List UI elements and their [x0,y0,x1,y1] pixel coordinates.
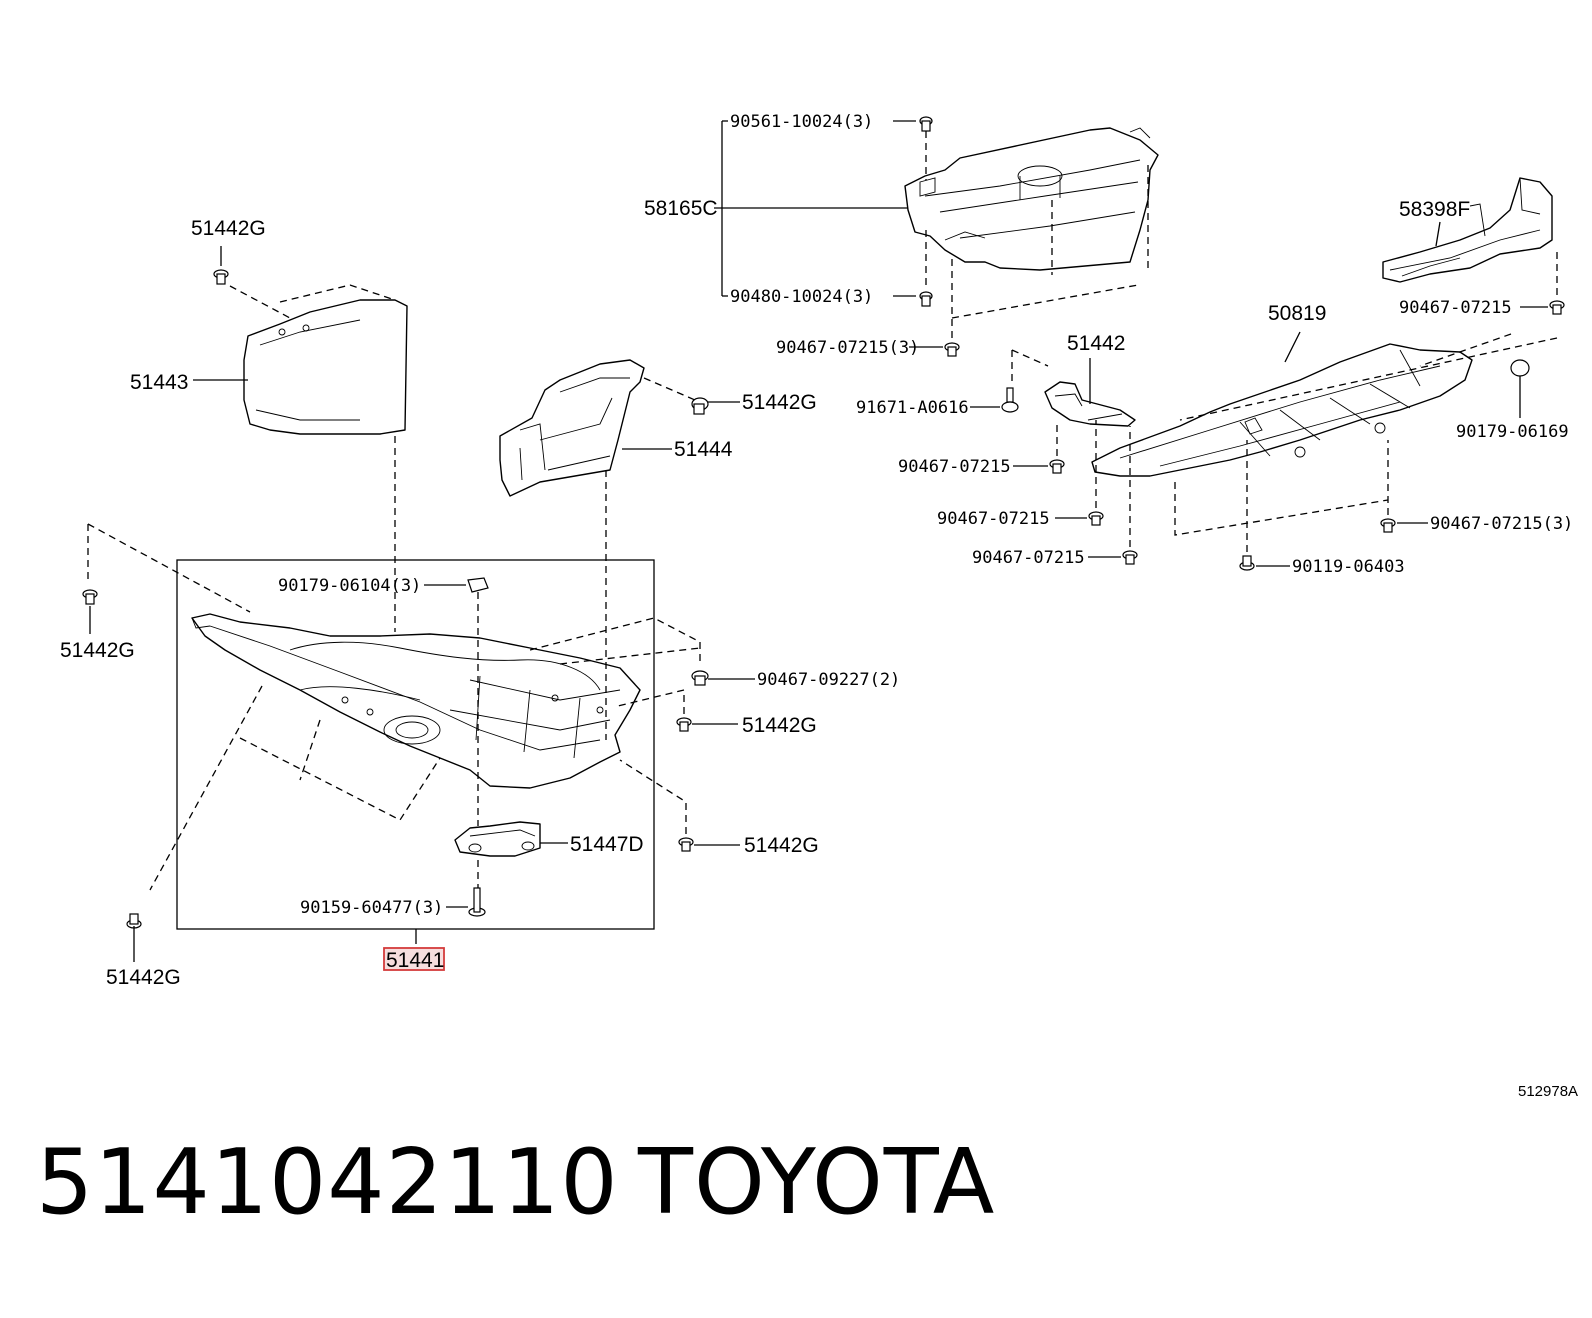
clip-90179-06104-icon [467,577,489,593]
clip-90467-b-icon [1088,511,1104,526]
label-90467-07215-a[interactable]: 90467-07215 [898,457,1011,477]
part-main-engine-cover[interactable] [191,613,641,789]
clip-51442g-bottom-icon [126,913,142,929]
clip-90467-top-icon [944,342,960,357]
label-51442g-mid[interactable]: 51442G [742,391,817,414]
clip-90467-58398f-icon [1549,300,1565,315]
label-58165c[interactable]: 58165C [644,197,718,220]
label-90467-07215-c[interactable]: 90467-07215 [972,548,1085,568]
label-51441-highlighted[interactable]: 51441 [386,949,444,972]
part-51447d-bracket[interactable] [454,821,541,857]
clip-51442g-top-icon [213,269,229,285]
part-58398f-bracket[interactable] [1382,177,1553,283]
clip-90561-icon [919,116,933,132]
label-51442g-left[interactable]: 51442G [60,639,135,662]
part-50819-cover[interactable] [1091,343,1473,477]
label-51442g-top[interactable]: 51442G [191,217,266,240]
clip-51442g-mid-icon [691,397,709,415]
diagram-reference-code: 512978A [1518,1083,1578,1100]
bolt-90480-icon [919,291,933,307]
label-51442[interactable]: 51442 [1067,332,1125,355]
label-51447d[interactable]: 51447D [570,833,644,856]
label-90179-06104[interactable]: 90179-06104(3) [278,576,421,596]
label-90467-07215-3b[interactable]: 90467-07215(3) [1430,514,1573,534]
highlight-51441 [383,947,445,971]
bolt-90159-icon [468,887,486,917]
clip-51442g-left-icon [82,589,98,605]
label-51442g-r1[interactable]: 51442G [742,714,817,737]
label-90561-10024[interactable]: 90561-10024(3) [730,112,873,132]
clip-90119-icon [1239,555,1255,571]
label-90159-60477[interactable]: 90159-60477(3) [300,898,443,918]
label-90467-09227[interactable]: 90467-09227(2) [757,670,900,690]
assembly-frame-51441 [176,559,655,930]
label-90467-07215-3a[interactable]: 90467-07215(3) [776,338,919,358]
clip-90467-a-icon [1049,459,1065,474]
nut-90179-06169-icon [1510,359,1530,377]
label-51442g-r2[interactable]: 51442G [744,834,819,857]
part-51444-panel[interactable] [499,359,645,497]
part-number-title: 5141042110 [36,1130,619,1235]
label-90467-07215-b[interactable]: 90467-07215 [937,509,1050,529]
part-51443-panel[interactable] [243,299,408,435]
label-90119-06403[interactable]: 90119-06403 [1292,557,1405,577]
part-58165c-tray[interactable] [904,127,1159,271]
brand-name: TOYOTA [638,1130,996,1235]
label-51443[interactable]: 51443 [130,371,188,394]
clip-90467-c-icon [1122,550,1138,565]
bolt-91671-icon [1001,387,1019,413]
clip-90467-09227-icon [691,670,709,686]
label-90467-07215-r1[interactable]: 90467-07215 [1399,298,1512,318]
label-58398f[interactable]: 58398F [1399,198,1470,221]
label-50819[interactable]: 50819 [1268,302,1326,325]
label-91671-a0616[interactable]: 91671-A0616 [856,398,969,418]
clip-51442g-r1-icon [676,717,692,732]
clip-90467-3b-icon [1380,518,1396,533]
clip-51442g-r2-icon [678,837,694,852]
label-90480-10024[interactable]: 90480-10024(3) [730,287,873,307]
parts-diagram: 90561-10024(3) 58165C 90480-10024(3) 904… [60,112,1578,1100]
label-90179-06169[interactable]: 90179-06169 [1456,422,1569,442]
part-51442-bracket[interactable] [1044,381,1136,427]
label-51442g-bottom[interactable]: 51442G [106,966,181,989]
label-51444[interactable]: 51444 [674,438,733,461]
